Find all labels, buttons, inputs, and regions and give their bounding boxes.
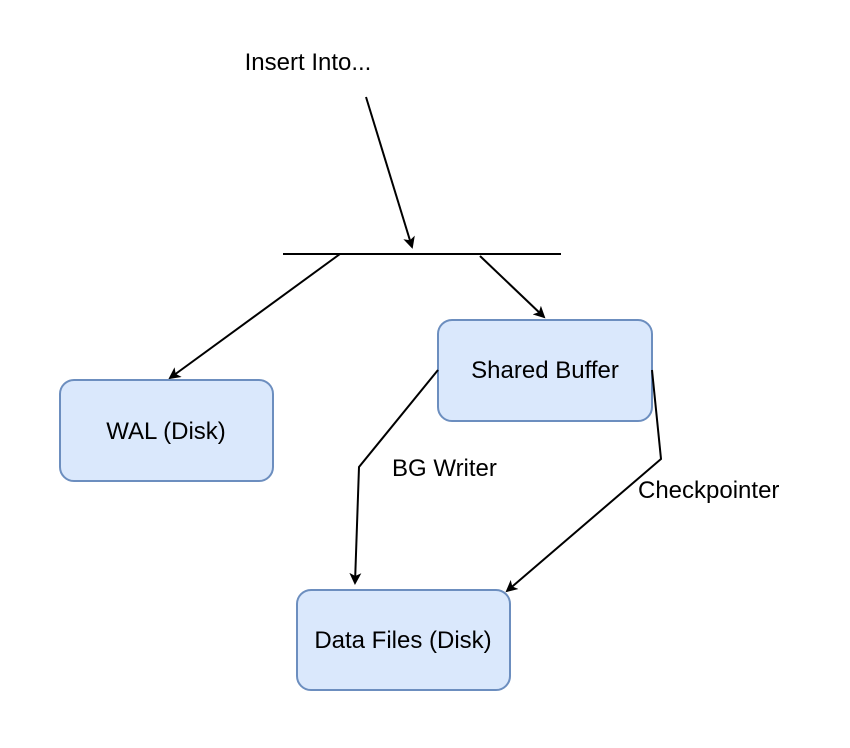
checkpointer-label: Checkpointer: [638, 477, 779, 504]
insert-arrow: [365, 96, 415, 249]
data-files-label: Data Files (Disk): [314, 627, 491, 654]
wal-node: WAL (Disk): [59, 379, 274, 482]
shared-buffer-label: Shared Buffer: [471, 357, 619, 384]
wal-box: [59, 379, 274, 482]
insert-into-label: Insert Into...: [245, 49, 372, 76]
checkpointer-arrow: [505, 369, 663, 593]
shared-buffer-node: Shared Buffer: [437, 319, 653, 422]
data-files-box: [296, 589, 511, 691]
data-files-node: Data Files (Disk): [296, 589, 511, 691]
bg-writer-arrow: [349, 369, 439, 585]
wal-label: WAL (Disk): [106, 418, 226, 445]
bg-writer-label: BG Writer: [392, 455, 497, 482]
fork-to-shared-buffer-arrow: [479, 255, 546, 319]
fork-to-wal-arrow: [168, 253, 341, 380]
